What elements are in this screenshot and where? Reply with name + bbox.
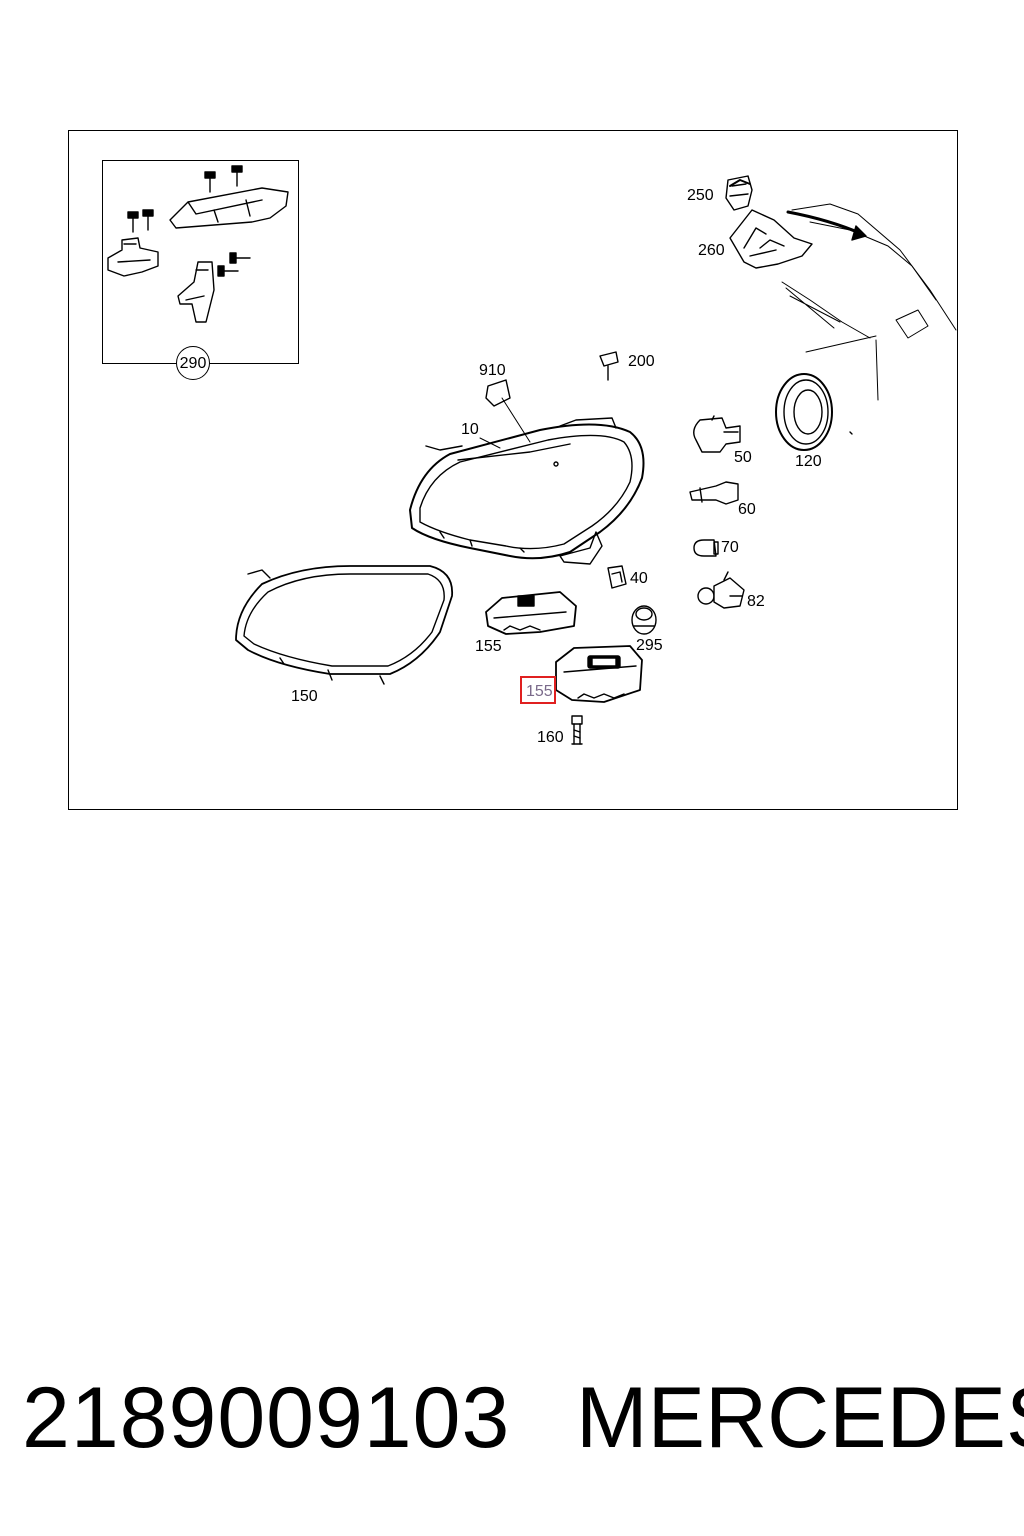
bulb-50 <box>693 415 741 453</box>
assembly-arrowhead <box>851 225 867 241</box>
screw-200 <box>599 351 619 381</box>
inset-socket <box>107 237 159 277</box>
label-patch-910 <box>485 379 511 407</box>
connector-295 <box>631 605 657 635</box>
brand-name: MERCEDES <box>576 1370 1024 1466</box>
inset-screw <box>231 165 243 187</box>
bulb-60 <box>689 481 739 505</box>
clip-40 <box>607 565 627 589</box>
label-200: 200 <box>628 353 655 370</box>
label-40: 40 <box>630 570 648 587</box>
label-150: 150 <box>291 688 318 705</box>
bulb-holder-250 <box>725 175 753 211</box>
inset-parts-drawing <box>107 165 289 323</box>
control-unit-155-upper <box>485 591 577 635</box>
headlamp-housing-10 <box>409 417 645 565</box>
label-295: 295 <box>636 637 663 654</box>
part-number: 2189009103 <box>22 1370 511 1466</box>
label-155-highlighted: 155 <box>526 683 553 700</box>
bolt-160 <box>571 715 583 745</box>
bulb-70 <box>693 539 719 557</box>
label-155-upper: 155 <box>475 638 502 655</box>
inset-screw <box>127 211 139 233</box>
label-60: 60 <box>738 501 756 518</box>
label-10: 10 <box>461 421 479 438</box>
label-910: 910 <box>479 362 506 379</box>
inset-screw <box>142 209 154 231</box>
label-70: 70 <box>721 539 739 556</box>
cover-260 <box>729 209 813 269</box>
inset-mount <box>177 261 215 323</box>
label-120: 120 <box>795 453 822 470</box>
label-50: 50 <box>734 449 752 466</box>
bulb-82 <box>697 571 745 609</box>
highlight-box <box>520 676 556 704</box>
diagram-frame <box>68 130 958 810</box>
car-front-outline <box>781 203 957 401</box>
inset-bracket-plate <box>169 187 289 229</box>
label-82: 82 <box>747 593 765 610</box>
bezel-frame-150 <box>235 565 453 685</box>
inset-screw <box>229 252 251 264</box>
cap-120 <box>775 373 853 451</box>
inset-screw <box>204 171 216 193</box>
control-unit-155-lower <box>555 645 643 703</box>
callout-290: 290 <box>176 346 210 380</box>
label-250: 250 <box>687 187 714 204</box>
label-260: 260 <box>698 242 725 259</box>
inset-screw <box>217 265 239 277</box>
label-160: 160 <box>537 729 564 746</box>
leader-10 <box>479 437 501 449</box>
